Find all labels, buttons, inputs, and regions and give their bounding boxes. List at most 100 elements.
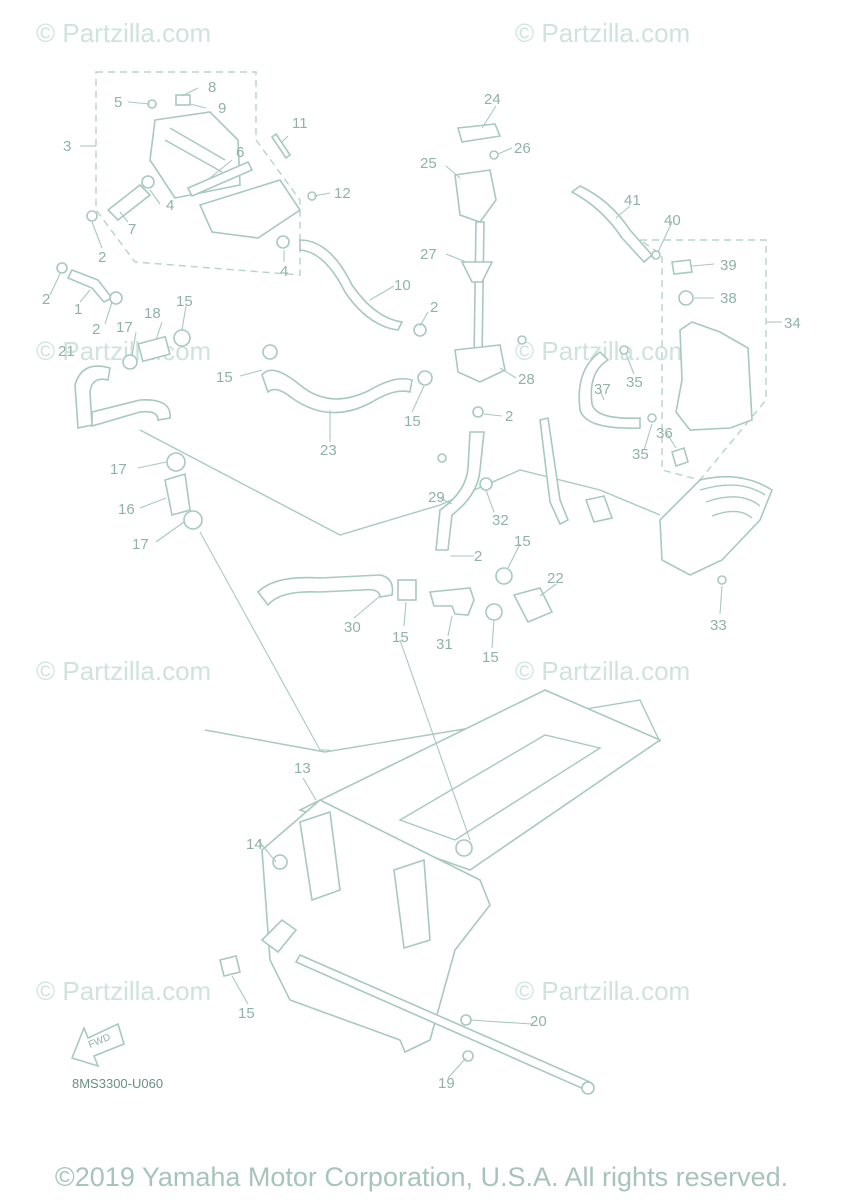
bracket-36 <box>671 446 689 468</box>
small-hose <box>66 268 114 303</box>
filler-neck-group <box>435 123 527 551</box>
o-ring <box>276 235 290 249</box>
hose-10 <box>299 239 404 331</box>
callout-26: 26 <box>514 140 531 157</box>
radiator-cap-24 <box>456 123 502 143</box>
callout-17: 17 <box>116 319 133 336</box>
copyright-notice: ©2019 Yamaha Motor Corporation, U.S.A. A… <box>54 1162 789 1192</box>
hose-16 <box>164 472 191 517</box>
watermarks: © Partzilla.com © Partzilla.com © Partzi… <box>36 18 690 1006</box>
callout-4: 4 <box>166 197 174 214</box>
watermark: © Partzilla.com <box>36 18 211 48</box>
callout-28: 28 <box>518 371 535 388</box>
callout-38: 38 <box>720 290 737 307</box>
collar <box>460 1014 472 1026</box>
callout-15: 15 <box>392 629 409 646</box>
callout-15: 15 <box>176 293 193 310</box>
hose-clamp <box>413 323 427 337</box>
hose-clamp <box>173 329 191 347</box>
callout-34: 34 <box>784 315 801 332</box>
callout-2: 2 <box>98 249 106 266</box>
bolt-33 <box>717 575 727 585</box>
hose-clamp <box>86 210 98 222</box>
callout-19: 19 <box>438 1075 455 1092</box>
callout-15: 15 <box>216 369 233 386</box>
callout-15: 15 <box>404 413 421 430</box>
callout-6: 6 <box>236 144 244 161</box>
callout-32: 32 <box>492 512 509 529</box>
reservoir-cap-39 <box>671 259 693 275</box>
leader-lines <box>49 87 782 1079</box>
callout-2: 2 <box>474 548 482 565</box>
callout-30: 30 <box>344 619 361 636</box>
callout-15: 15 <box>238 1005 255 1022</box>
radiator-left-post <box>299 810 341 902</box>
filler-neck-25 <box>454 169 497 223</box>
radiator-group <box>219 689 662 1095</box>
callout-4: 4 <box>280 263 288 280</box>
fender-bracket <box>659 475 773 576</box>
reservoir-tank-34 <box>675 321 753 431</box>
callout-11: 11 <box>292 115 308 132</box>
thermostat-assembly-outline <box>95 71 301 276</box>
callout-18: 18 <box>144 305 161 322</box>
hose-group-lower <box>164 452 554 624</box>
bolt-long <box>270 132 292 160</box>
joint-31 <box>428 587 475 616</box>
hose-29 <box>435 431 485 551</box>
fwd-arrow-icon <box>70 1022 125 1068</box>
callout-40: 40 <box>664 212 681 229</box>
thermostat-housing <box>198 179 302 239</box>
callout-24: 24 <box>484 91 501 108</box>
hose-clamp <box>495 567 513 585</box>
hose-clamp <box>183 510 203 530</box>
callout-1: 1 <box>74 301 82 318</box>
thermostat-element <box>186 160 254 198</box>
o-ring <box>141 175 155 189</box>
callout-5: 5 <box>114 94 122 111</box>
callout-15: 15 <box>514 533 531 550</box>
callout-2: 2 <box>42 291 50 308</box>
callout-22: 22 <box>547 570 564 587</box>
callout-29: 29 <box>428 489 445 506</box>
callout-13: 13 <box>294 760 311 777</box>
pipe-18 <box>137 335 171 363</box>
hose-22 <box>512 587 554 624</box>
callout-35: 35 <box>632 446 649 463</box>
engine-frame-outline <box>139 429 661 536</box>
watermark: © Partzilla.com <box>515 976 690 1006</box>
stay-rod <box>539 417 570 526</box>
hose-clamp <box>485 603 503 621</box>
small-bracket <box>584 495 614 523</box>
callout-20: 20 <box>530 1013 547 1030</box>
callouts: 1 2 2 2 2 2 2 3 4 4 5 6 7 8 9 10 11 12 1… <box>42 79 801 1092</box>
thermostat-group <box>56 94 317 305</box>
callout-33: 33 <box>710 617 727 634</box>
callout-27: 27 <box>420 246 437 263</box>
callout-17: 17 <box>132 536 149 553</box>
reservoir-hose-37 <box>578 350 641 429</box>
callout-7: 7 <box>128 221 136 238</box>
hose-clamp <box>262 344 278 360</box>
hose-clamp <box>166 452 186 472</box>
watermark: © Partzilla.com <box>36 976 211 1006</box>
callout-10: 10 <box>394 277 411 294</box>
reservoir-group <box>539 185 773 585</box>
callout-2: 2 <box>430 299 438 316</box>
bolt <box>175 94 191 106</box>
callout-2: 2 <box>92 321 100 338</box>
fwd-arrow: FWD <box>70 1022 125 1068</box>
watermark: © Partzilla.com <box>36 656 211 686</box>
callout-15: 15 <box>482 649 499 666</box>
hose-clamp <box>56 262 68 274</box>
diagram-code: 8MS3300-U060 <box>72 1076 163 1091</box>
bolt-26 <box>489 150 499 160</box>
drain-plug-15 <box>219 955 241 977</box>
callout-39: 39 <box>720 257 737 274</box>
callout-9: 9 <box>218 100 226 117</box>
watermark: © Partzilla.com <box>515 656 690 686</box>
filler-pipe <box>473 221 485 361</box>
callout-36: 36 <box>656 425 673 442</box>
thermostat-hose <box>106 183 152 222</box>
